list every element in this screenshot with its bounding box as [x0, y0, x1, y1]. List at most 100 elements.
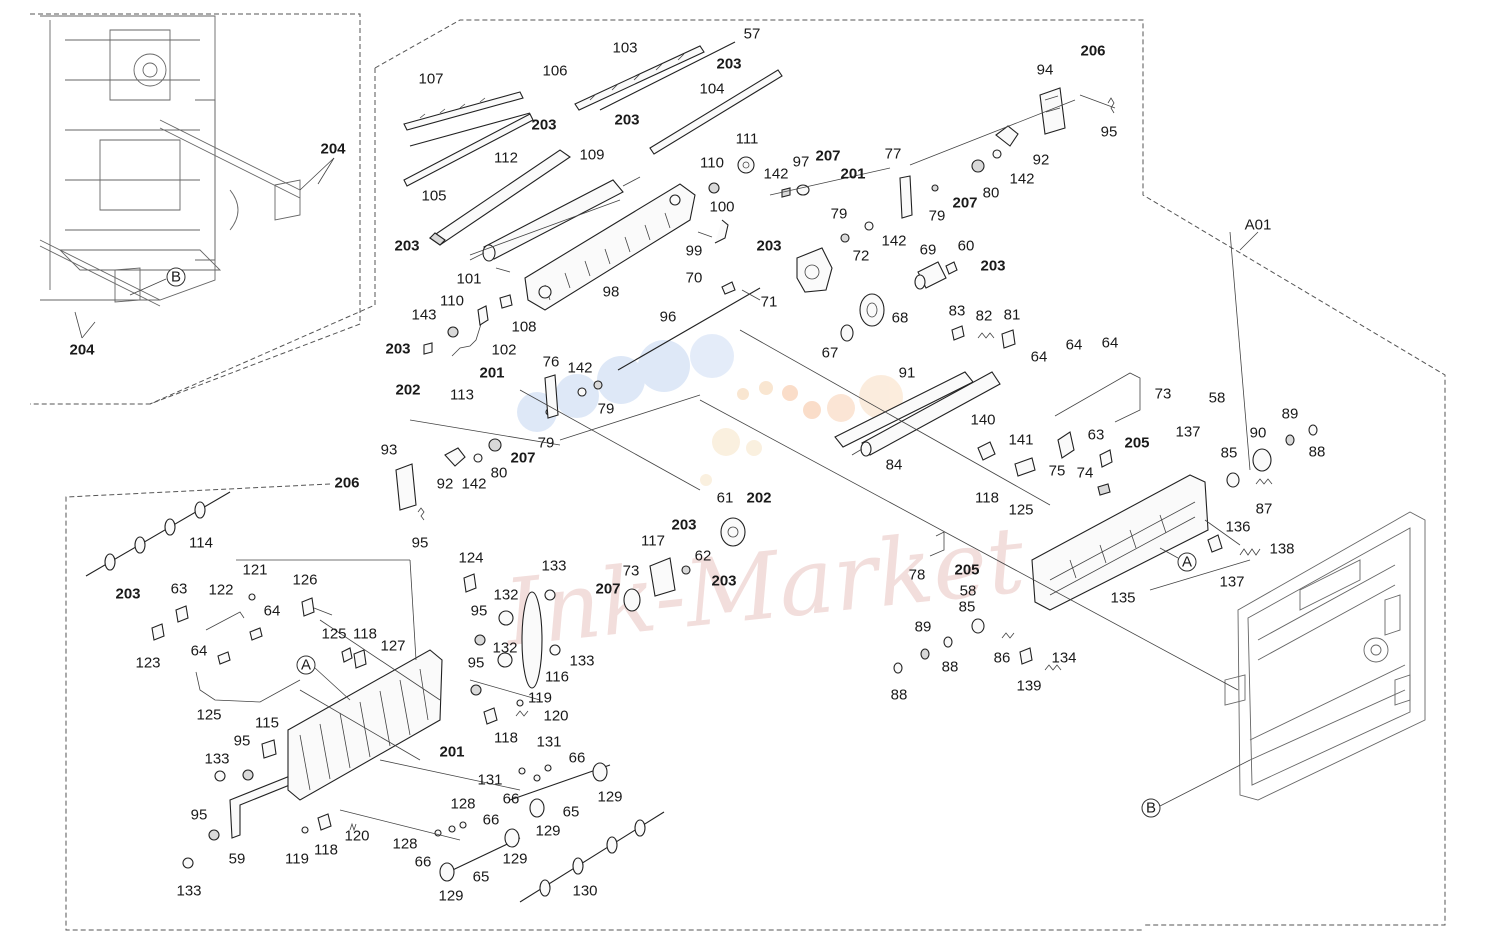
- part-label-65: 65: [563, 804, 580, 821]
- part-106-rod: [409, 112, 531, 147]
- part-label-64: 64: [191, 643, 208, 660]
- part-label-107: 107: [418, 71, 443, 88]
- part-label-92: 92: [1033, 152, 1050, 169]
- part-label-104: 104: [699, 81, 724, 98]
- part-label-81: 81: [1004, 307, 1021, 324]
- part-label-64: 64: [1102, 335, 1119, 352]
- part-92-lever: [995, 125, 1019, 147]
- part-label-138: 138: [1269, 541, 1294, 558]
- part-label-139: 139: [1016, 678, 1041, 695]
- upper-left-inset-boundary: [30, 13, 361, 405]
- part-73-cable: [1054, 372, 1141, 423]
- part-label-129: 129: [502, 851, 527, 868]
- part-60-clip: [945, 261, 958, 275]
- part-label-66: 66: [483, 812, 500, 829]
- part-label-206: 206: [334, 475, 359, 492]
- part-label-133: 133: [541, 558, 566, 575]
- part-label-201: 201: [439, 744, 464, 761]
- part-label-80: 80: [491, 465, 508, 482]
- part-label-115: 115: [255, 715, 279, 732]
- part-label-92: 92: [437, 476, 454, 493]
- part-72-drive-bracket: [796, 247, 833, 293]
- part-124-clip: [463, 573, 477, 593]
- part-label-118: 118: [494, 730, 518, 747]
- part-label-203: 203: [980, 258, 1005, 275]
- part-label-202: 202: [746, 490, 771, 507]
- part-label-79: 79: [831, 206, 848, 223]
- part-121-pin: [248, 593, 256, 601]
- part-87-spring: [1255, 478, 1273, 485]
- part-81-holder: [1001, 329, 1016, 349]
- part-136-link: [1207, 534, 1223, 553]
- part-label-131: 131: [477, 772, 502, 789]
- part-label-94: 94: [1037, 62, 1054, 79]
- part-label-A: A: [1182, 554, 1192, 571]
- part-116-belt: [521, 591, 543, 689]
- part-125-cable: [195, 671, 301, 703]
- part-93-bracket: [395, 463, 417, 511]
- part-90-gear: [1252, 448, 1272, 472]
- part-label-93: 93: [381, 442, 398, 459]
- part-label-125: 125: [1008, 502, 1033, 519]
- part-label-76: 76: [543, 354, 560, 371]
- part-label-66: 66: [569, 750, 586, 767]
- part-label-142: 142: [1009, 171, 1034, 188]
- part-label-88: 88: [891, 687, 908, 704]
- part-122-lever: [205, 611, 245, 631]
- part-label-110: 110: [700, 155, 724, 172]
- part-label-131: 131: [536, 734, 561, 751]
- part-label-203: 203: [385, 341, 410, 358]
- part-143-clip: [423, 342, 433, 355]
- callout-A-right: [1177, 552, 1197, 572]
- part-label-136: 136: [1225, 519, 1250, 536]
- part-104-rail: [649, 69, 783, 155]
- part-61-cover: [720, 517, 746, 547]
- part-label-57: 57: [744, 26, 761, 43]
- part-label-97: 97: [793, 154, 810, 171]
- part-label-142: 142: [567, 360, 592, 377]
- callout-B-frame: [1141, 798, 1161, 818]
- part-label-84: 84: [886, 457, 903, 474]
- alignment-lines: [236, 94, 1251, 841]
- part-label-203: 203: [614, 112, 639, 129]
- part-label-204: 204: [320, 141, 346, 158]
- part-label-132: 132: [492, 640, 517, 657]
- part-70-clip: [721, 281, 736, 295]
- part-label-118: 118: [353, 626, 377, 643]
- leader-A-right: [1159, 547, 1179, 559]
- part-label-80: 80: [983, 185, 1000, 202]
- part-label-63: 63: [1088, 427, 1105, 444]
- part-label-127: 127: [380, 638, 405, 655]
- part-label-60: 60: [958, 238, 975, 255]
- part-label-120: 120: [543, 708, 568, 725]
- part-label-135: 135: [1110, 590, 1135, 607]
- part-label-77: 77: [885, 146, 902, 163]
- part-label-118: 118: [314, 842, 338, 859]
- part-label-201: 201: [479, 365, 504, 382]
- part-141-cover: [1014, 457, 1036, 477]
- part-label-128: 128: [392, 836, 417, 853]
- part-label-62: 62: [695, 548, 712, 565]
- part-label-137: 137: [1219, 574, 1244, 591]
- part-label-109: 109: [579, 147, 604, 164]
- part-label-112: 112: [494, 150, 518, 167]
- part-label-64: 64: [1031, 349, 1048, 366]
- part-115-bracket: [261, 739, 277, 759]
- part-label-132: 132: [493, 587, 518, 604]
- part-label-79: 79: [598, 401, 615, 418]
- part-118-actuator: [341, 647, 353, 663]
- part-label-114: 114: [189, 535, 213, 552]
- part-label-118: 118: [975, 490, 999, 507]
- main-boundary-left: [149, 68, 376, 405]
- upper-assembly-boundary: [374, 19, 1446, 926]
- part-label-63: 63: [171, 581, 188, 598]
- part-label-111: 111: [736, 131, 759, 148]
- part-label-74: 74: [1077, 465, 1094, 482]
- part-label-66: 66: [415, 854, 432, 871]
- part-label-117: 117: [641, 533, 665, 550]
- leader-A01: [1239, 231, 1259, 251]
- part-label-82: 82: [976, 308, 993, 325]
- part-94-bracket: [1039, 87, 1066, 135]
- part-label-110: 110: [440, 293, 464, 310]
